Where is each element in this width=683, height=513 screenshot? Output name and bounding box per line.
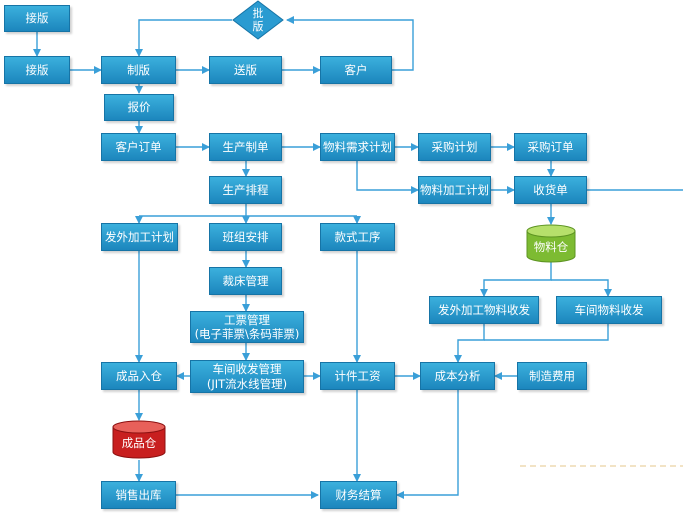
node-caiwu-jiesuan: 财务结算	[320, 481, 397, 509]
edge	[396, 390, 459, 499]
node-kehu: 客户	[320, 56, 392, 84]
node-wuliaocang: 物料仓	[526, 224, 576, 264]
node-wuliaocang-label: 物料仓	[533, 240, 569, 254]
node-chengpincang-label: 成品仓	[121, 436, 157, 450]
node-jieban: 接版	[4, 56, 70, 84]
node-wuliao-xuqiu: 物料需求计划	[320, 133, 395, 161]
node-xiaoshou-chuku: 销售出库	[101, 481, 176, 509]
node-songban: 送版	[209, 56, 282, 84]
node-kuanshi-gongxu: 款式工序	[320, 223, 395, 251]
node-chejian-wuliao: 车间物料收发	[556, 296, 662, 324]
node-gongpiao: 工票管理 (电子菲票\条码菲票)	[190, 311, 304, 343]
node-shengchan-paicheng: 生产排程	[209, 176, 282, 204]
edge	[551, 279, 612, 297]
node-caigou-dingdan: 采购订单	[514, 133, 587, 161]
node-pizhun-decision: 批 版	[232, 0, 284, 40]
node-kehu-dingdan: 客户订单	[101, 133, 176, 161]
node-waifa-wuliao: 发外加工物料收发	[429, 296, 539, 324]
edge	[286, 16, 414, 71]
node-pizhun-label: 批 版	[252, 6, 264, 33]
node-shouhuo: 收货单	[514, 176, 587, 204]
edge	[356, 161, 419, 194]
node-banzu-anpai: 班组安排	[209, 223, 282, 251]
node-chengpin-rucang: 成品入仓	[101, 362, 177, 390]
edge	[484, 324, 609, 341]
material-warehouse-cylinder	[526, 224, 576, 263]
node-caigou-jihua: 采购计划	[418, 133, 491, 161]
product-warehouse-cylinder	[112, 420, 166, 459]
node-jieban-top: 接版	[4, 5, 70, 32]
node-chejian-shoufa: 车间收发管理 (JIT流水线管理)	[190, 360, 304, 393]
node-baojia: 报价	[104, 94, 174, 121]
node-wuliao-jiagong: 物料加工计划	[418, 176, 491, 204]
node-jijian-gongzi: 计件工资	[320, 362, 395, 390]
node-waifa-jiagong: 发外加工计划	[101, 223, 178, 251]
edge	[454, 324, 485, 363]
edge	[135, 19, 232, 57]
diamond-shape	[232, 0, 284, 40]
edge	[480, 262, 552, 297]
node-shengchan-zhidan: 生产制单	[209, 133, 282, 161]
node-chengben-fenxi: 成本分析	[420, 362, 495, 390]
node-chengpincang: 成品仓	[112, 420, 166, 460]
node-caichuang: 裁床管理	[209, 267, 282, 295]
node-zhiban: 制版	[101, 56, 176, 84]
node-zhizao-feiyong: 制造费用	[517, 362, 587, 390]
